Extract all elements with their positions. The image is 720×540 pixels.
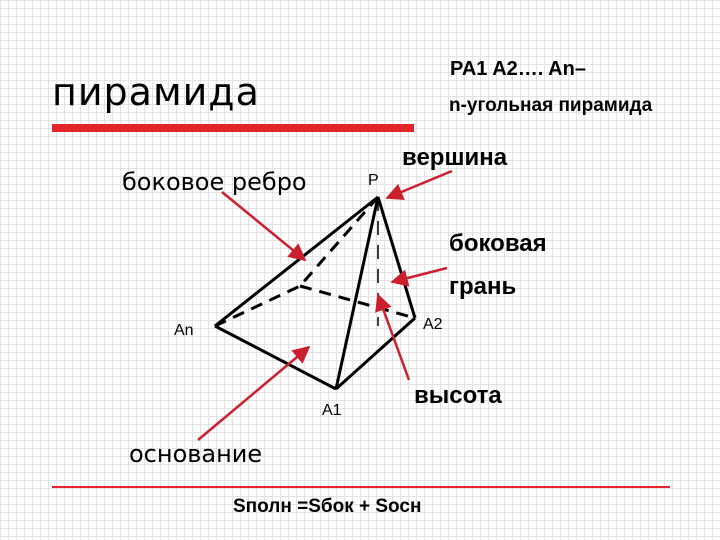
heading-pyramid-notation: PA1 A2…. An– [450,58,586,80]
heading-pyramid-description: n-угольная пирамида [449,95,653,116]
label-lateral-face-line2: грань [449,273,517,300]
label-lateral-edge: боковое ребро [122,168,307,196]
lateral-edge-p-a2 [376,196,417,319]
base-edge-a1-a2 [334,316,417,391]
label-base: основание [129,440,263,468]
label-vertex-an: An [174,322,194,339]
arrow-to-vertex [385,169,453,201]
label-apex-p: P [368,172,379,189]
surface-area-formula: Sполн =Sбок + Sосн [233,496,422,517]
label-lateral-face-line1: боковая [449,230,547,257]
label-vertex-a1: A1 [322,402,342,419]
arrow-to-height [375,293,411,381]
hidden-edge-an-a3 [214,284,301,328]
label-vertex-a2: A2 [423,316,443,333]
lateral-edge-p-a1 [334,196,380,390]
arrow-to-lateral-face [390,266,448,287]
arrow-to-lateral-edge [221,191,307,262]
label-height: высота [414,382,502,409]
slide-title: пирамида [52,70,260,114]
lateral-edge-p-an [214,195,379,328]
title-underline-bar [52,124,414,132]
bottom-divider-line [52,486,670,488]
arrow-to-base [197,345,311,441]
hidden-edge-p-a3 [298,196,380,287]
base-edge-an-a1 [214,324,337,391]
label-vertex: вершина [402,144,508,171]
